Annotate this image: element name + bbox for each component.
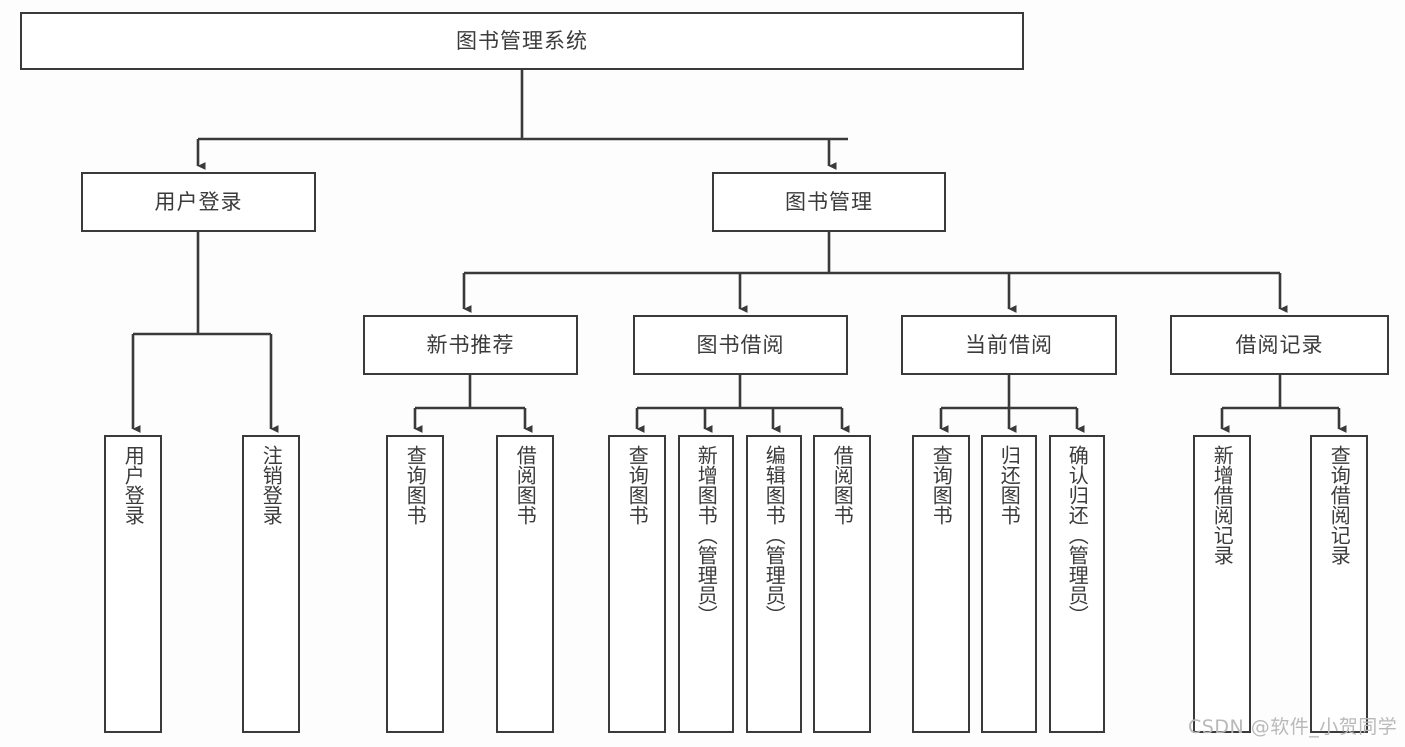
watermark: CSDN @软件_小贺同学 — [1188, 716, 1398, 738]
node-label: 查询图书 — [929, 445, 954, 525]
node-label: 新增图书（管理员） — [694, 445, 719, 625]
node-label: 注销登录 — [259, 445, 284, 525]
node-label: 新书推荐 — [426, 332, 515, 357]
node-label: 编辑图书（管理员） — [762, 445, 787, 625]
node-label: 确认归还（管理员） — [1065, 445, 1090, 625]
leaf-record-query-record[interactable]: 查询借阅记录 — [1310, 435, 1368, 733]
node-label: 查询借阅记录 — [1327, 445, 1352, 565]
node-label: 图书借阅 — [696, 332, 785, 357]
leaf-borrow-borrow-book[interactable]: 借阅图书 — [813, 435, 871, 733]
leaf-current-query-book[interactable]: 查询图书 — [912, 435, 970, 733]
leaf-current-confirm-return-admin[interactable]: 确认归还（管理员） — [1049, 435, 1105, 733]
node-borrow-record[interactable]: 借阅记录 — [1170, 315, 1389, 375]
leaf-user-login-signout[interactable]: 注销登录 — [242, 435, 300, 733]
node-label: 借阅图书 — [513, 445, 538, 525]
node-label: 图书管理 — [785, 189, 873, 214]
leaf-borrow-add-book-admin[interactable]: 新增图书（管理员） — [678, 435, 734, 733]
leaf-user-login-signin[interactable]: 用户登录 — [104, 435, 162, 733]
node-label: 用户登录 — [154, 189, 243, 214]
node-book-borrow[interactable]: 图书借阅 — [633, 315, 848, 375]
node-current-borrow[interactable]: 当前借阅 — [901, 315, 1117, 375]
node-label: 当前借阅 — [965, 332, 1053, 357]
node-label: 归还图书 — [997, 445, 1022, 525]
node-root-system[interactable]: 图书管理系统 — [20, 12, 1024, 70]
leaf-record-add-record[interactable]: 新增借阅记录 — [1193, 435, 1251, 733]
node-label: 图书管理系统 — [456, 28, 588, 53]
node-label: 用户登录 — [121, 445, 146, 525]
node-label: 新增借阅记录 — [1210, 445, 1235, 565]
leaf-current-return-book[interactable]: 归还图书 — [981, 435, 1037, 733]
leaf-recommend-borrow-book[interactable]: 借阅图书 — [496, 435, 554, 733]
node-label: 查询图书 — [403, 445, 428, 525]
leaf-borrow-edit-book-admin[interactable]: 编辑图书（管理员） — [746, 435, 802, 733]
node-user-login[interactable]: 用户登录 — [81, 172, 316, 232]
leaf-borrow-query-book[interactable]: 查询图书 — [608, 435, 666, 733]
node-label: 借阅图书 — [830, 445, 855, 525]
leaf-recommend-query-book[interactable]: 查询图书 — [386, 435, 444, 733]
node-book-management[interactable]: 图书管理 — [712, 172, 946, 232]
node-new-book-recommend[interactable]: 新书推荐 — [363, 315, 578, 375]
node-label: 查询图书 — [625, 445, 650, 525]
node-label: 借阅记录 — [1235, 332, 1324, 357]
